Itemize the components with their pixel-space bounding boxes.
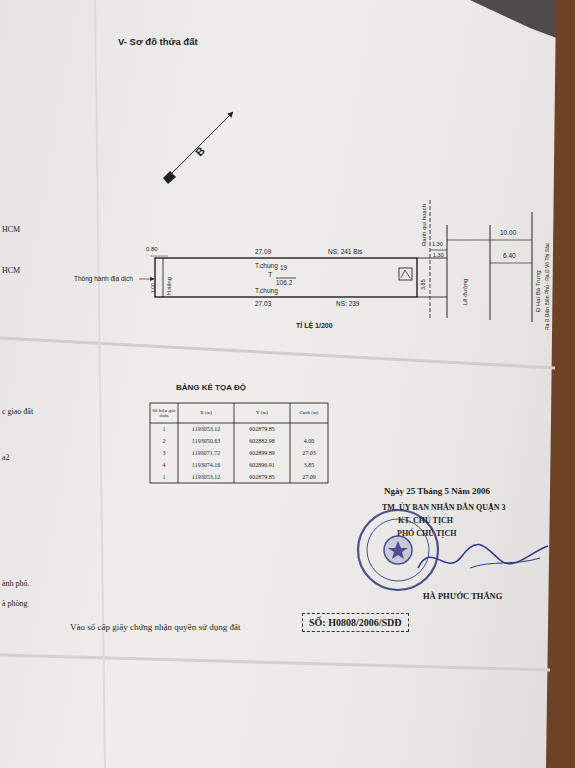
wood-table (546, 0, 575, 768)
authority-line: PHÓ CHỦ TỊCH (397, 530, 456, 539)
dimension-line (430, 250, 447, 251)
dimension: 6.40 (503, 252, 516, 259)
land-plot: T 19 106.2 (155, 258, 417, 297)
neighbor-label: NS: 239 (336, 300, 360, 307)
dimension: 1.30 (433, 252, 444, 258)
node-value: 19 (280, 264, 287, 271)
planning-boundary (430, 200, 431, 320)
plot-outline (155, 258, 417, 297)
strip-label: H.riêng (166, 277, 172, 295)
table-cell: 602899.89 (235, 450, 289, 457)
margin-fragment: ành phố. (2, 580, 30, 589)
table-cell: 3 (151, 450, 177, 457)
boundary-line (417, 297, 447, 298)
date-line: Ngày 25 Tháng 5 Năm 2006 (384, 487, 490, 497)
node-text: SỐ: H0808/2006/SDĐ (309, 617, 402, 628)
table-header: Cạnh (m) (291, 410, 327, 416)
authority-line: TM. ỦY BAN NHÂN DÂN QUẬN 3 (382, 504, 505, 513)
dimension: 0.80 (146, 246, 158, 253)
table-header: Số hiệu góc thửa (151, 408, 177, 419)
house-symbol (401, 270, 410, 278)
table-cell: 602879.85 (235, 426, 289, 433)
margin-fragment: à phòng (2, 600, 28, 609)
table-cell: 602879.85 (235, 474, 289, 481)
margin-fragment: HCM (2, 267, 20, 276)
paper-fold (95, 0, 105, 768)
node-value: 106.2 (276, 279, 292, 286)
margin-fragment: HCM (2, 226, 20, 235)
shared-wall: T.chung (255, 287, 278, 294)
north-arrow-tail (163, 171, 176, 184)
register-number-box: SỐ: H0808/2006/SDĐ (302, 613, 409, 632)
table-cell: 4 (151, 462, 177, 469)
table-cell: 602896.91 (235, 462, 289, 469)
signer-name: HÀ PHƯỚC THẮNG (423, 592, 502, 601)
neighbor-label: NS: 241 Bis (328, 248, 362, 255)
dimension: 1.00 (151, 283, 157, 293)
node-text: T (268, 271, 272, 279)
road-edge (532, 212, 533, 322)
table-cell: 1193053.12 (179, 474, 233, 481)
leader-line (139, 279, 154, 280)
table-title: BẢNG KÊ TỌA ĐỘ (176, 384, 246, 393)
table-cell: 1193071.72 (179, 450, 233, 457)
table-cell: 27.09 (291, 474, 327, 481)
signature (418, 544, 548, 568)
boundary-label: Ranh qui hoạch (421, 204, 428, 246)
north-arrow (165, 112, 233, 180)
table-header: X (m) (179, 410, 233, 416)
north-label: B (193, 144, 207, 158)
margin-fragment: c giao đất (2, 408, 33, 417)
dimension: 1.30 (432, 241, 443, 247)
easement-label: Thông hành địa dịch (74, 275, 133, 282)
table-grid (150, 403, 328, 483)
fraction-line (276, 278, 296, 279)
easement-line (163, 258, 164, 297)
dimension-line (490, 263, 532, 264)
house-symbol (399, 268, 412, 280)
section-title: V- Sơ đồ thửa đất (118, 37, 198, 47)
dimension: 27.03 (255, 300, 271, 307)
dimension: 3.85 (420, 279, 426, 290)
table-cell: 602882.98 (235, 438, 289, 445)
table-cell: 1193050.63 (179, 438, 233, 445)
dimension-line (150, 256, 168, 257)
table-cell: 1193074.16 (179, 462, 233, 469)
table-cell: 1 (151, 426, 177, 433)
shared-wall: T.chung (255, 262, 278, 269)
road-edge (447, 225, 448, 318)
table-cell: 3.85 (291, 462, 327, 469)
dimension-line (447, 240, 532, 241)
street-label: Đ Hai Bà Trưng (535, 270, 542, 312)
margin-fragment: a2 (2, 454, 10, 463)
register-note: Vào sổ cấp giấy chứng nhận quyền sử dụng… (70, 623, 240, 633)
road-label: Lề đường (462, 279, 469, 305)
scale-label: TỈ LỆ 1/200 (296, 322, 333, 330)
table-cell: 1193053.12 (179, 426, 233, 433)
dimension: 10.00 (500, 229, 516, 236)
table-header: Y (m) (235, 410, 289, 416)
paper-fold (0, 655, 550, 670)
street-label: Ra Đ Điện Biên Phủ - Ra Đ Võ Thị Sáu (545, 243, 551, 330)
signature (470, 558, 540, 568)
road-edge (490, 225, 491, 320)
paper-fold (0, 338, 555, 368)
dimension: 27.09 (255, 248, 271, 255)
table-cell: 27.03 (291, 450, 327, 457)
table-cell: 2 (151, 438, 177, 445)
table-cell: 1 (151, 474, 177, 481)
authority-line: KT. CHỦ TỊCH (398, 517, 453, 526)
table-cell: 4.00 (291, 438, 327, 445)
